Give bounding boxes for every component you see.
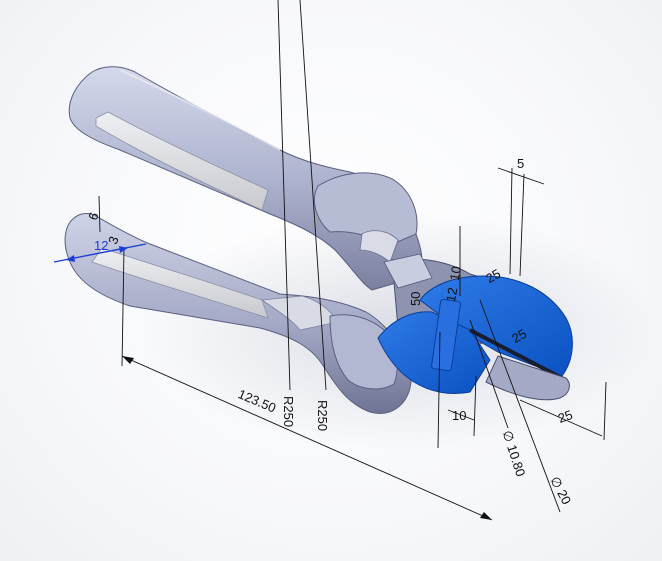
dim-jaw-width[interactable]: 10: [452, 408, 466, 423]
dim-handle-end-1[interactable]: 6: [85, 210, 102, 222]
cutter-head[interactable]: [377, 253, 573, 401]
dim-head-2[interactable]: 10: [447, 265, 464, 282]
dim-handle-end-3[interactable]: 3: [105, 234, 122, 246]
lower-bolster: [329, 314, 398, 390]
dimension-annotations: [53, 0, 607, 521]
dim-top-width[interactable]: 5: [517, 156, 524, 171]
lower-handle[interactable]: [64, 213, 415, 414]
dim-head-5[interactable]: 25: [509, 326, 529, 346]
dim-head-3[interactable]: 12: [443, 286, 460, 303]
upper-handle[interactable]: [68, 66, 423, 291]
jaw-tip-grey: [485, 355, 570, 401]
pivot-rivet: [431, 298, 461, 372]
upper-handle-grip-insert: [95, 111, 269, 211]
dim-head-4[interactable]: 25: [483, 266, 503, 286]
dim-radius-1[interactable]: R250: [281, 396, 296, 427]
dim-diameter-small[interactable]: ∅ 10.80: [499, 429, 528, 479]
dim-jaw-depth[interactable]: 25: [556, 407, 575, 426]
upper-bolster: [314, 172, 418, 247]
jaw-rear-tab: [383, 253, 433, 289]
blade-edge: [469, 328, 563, 380]
lower-handle-body: [64, 213, 415, 414]
dim-handle-end-2[interactable]: 12: [94, 238, 108, 253]
upper-handle-ridge: [119, 69, 281, 151]
dim-radius-2[interactable]: R250: [315, 400, 330, 431]
lower-handle-grip-insert: [91, 247, 269, 319]
dim-diameter-large[interactable]: ∅ 20: [547, 474, 574, 507]
dim-head-1[interactable]: 50: [408, 292, 423, 306]
